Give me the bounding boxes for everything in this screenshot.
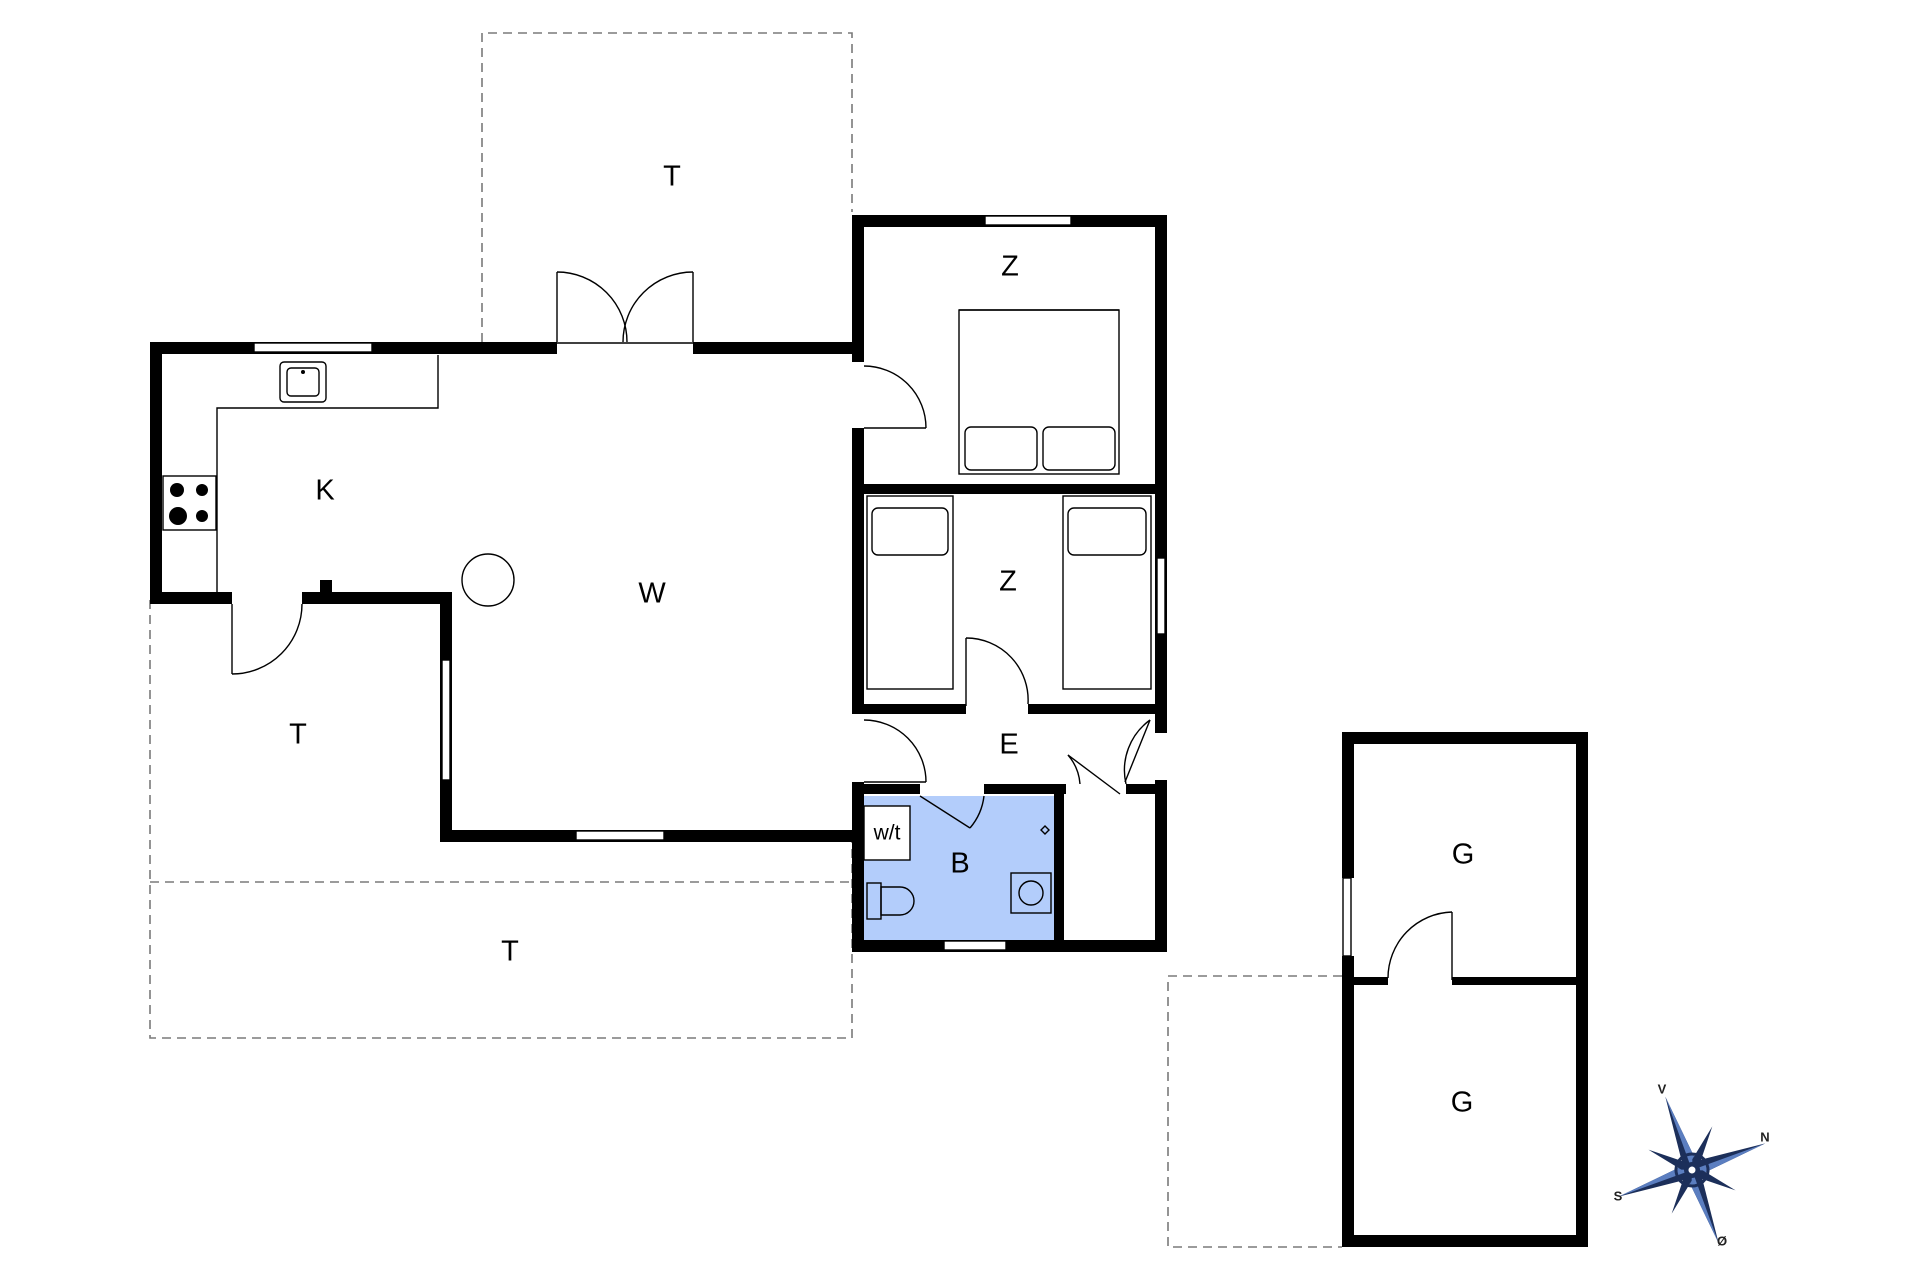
annex-walls [1342, 732, 1588, 1247]
kitchen-fixtures [162, 355, 439, 592]
kitchen-label: K [315, 475, 335, 507]
annex-1-label: G [1452, 839, 1475, 871]
main-walls [150, 215, 1167, 952]
terrace-left-label: T [289, 719, 307, 751]
compass-south-letter: S [1614, 1188, 1623, 1203]
bedroom-1-label: Z [1001, 251, 1019, 283]
compass-north-letter: N [1760, 1129, 1769, 1144]
bathroom-label: B [950, 848, 969, 880]
round-table [461, 553, 515, 607]
compass-west-letter: V [1658, 1081, 1667, 1096]
bathroom-fixtures [863, 805, 1052, 920]
windows [253, 215, 1352, 957]
terrace-bottom-label: T [501, 936, 519, 968]
doors [231, 271, 1453, 980]
wc-label: w/t [873, 822, 901, 845]
beds [866, 309, 1152, 690]
terrace-top-label: T [663, 161, 681, 193]
annex-2-label: G [1451, 1087, 1474, 1119]
entrance-label: E [999, 729, 1018, 761]
compass-rose [1618, 1096, 1766, 1244]
living-room-label: W [638, 578, 666, 610]
bedroom-2-label: Z [999, 566, 1017, 598]
compass-east-letter: Ø [1717, 1233, 1727, 1248]
